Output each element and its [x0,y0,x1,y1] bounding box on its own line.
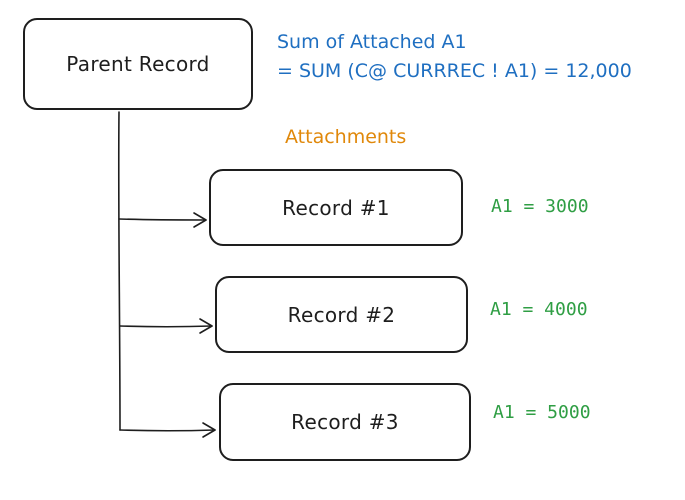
formula-line-2: = SUM (C@ CURRREC ! A1) = 12,000 [277,60,632,82]
parent-record-label: Parent Record [66,52,210,76]
record-box-2: Record #2 [215,276,468,353]
arrowhead-2 [199,318,213,334]
record-box-1: Record #1 [209,169,463,246]
formula-line-1: Sum of Attached A1 [277,31,467,53]
record-label-2: Record #2 [287,302,396,327]
branch-line-2 [119,325,213,328]
record-label-1: Record #1 [282,195,390,220]
record-box-3: Record #3 [219,383,471,461]
record-value-2: A1 = 4000 [490,299,588,320]
parent-record-box: Parent Record [23,18,253,110]
arrowhead-3 [202,422,216,438]
sum-formula-note: Sum of Attached A1 = SUM (C@ CURRREC ! A… [277,28,632,86]
record-label-3: Record #3 [291,410,399,434]
arrowhead-1 [193,212,207,228]
record-value-3: A1 = 5000 [493,402,591,423]
branch-line-1 [118,218,207,221]
attachments-label: Attachments [285,126,407,148]
trunk-line [117,111,121,431]
record-value-1: A1 = 3000 [491,196,589,217]
branch-line-3 [119,429,216,432]
